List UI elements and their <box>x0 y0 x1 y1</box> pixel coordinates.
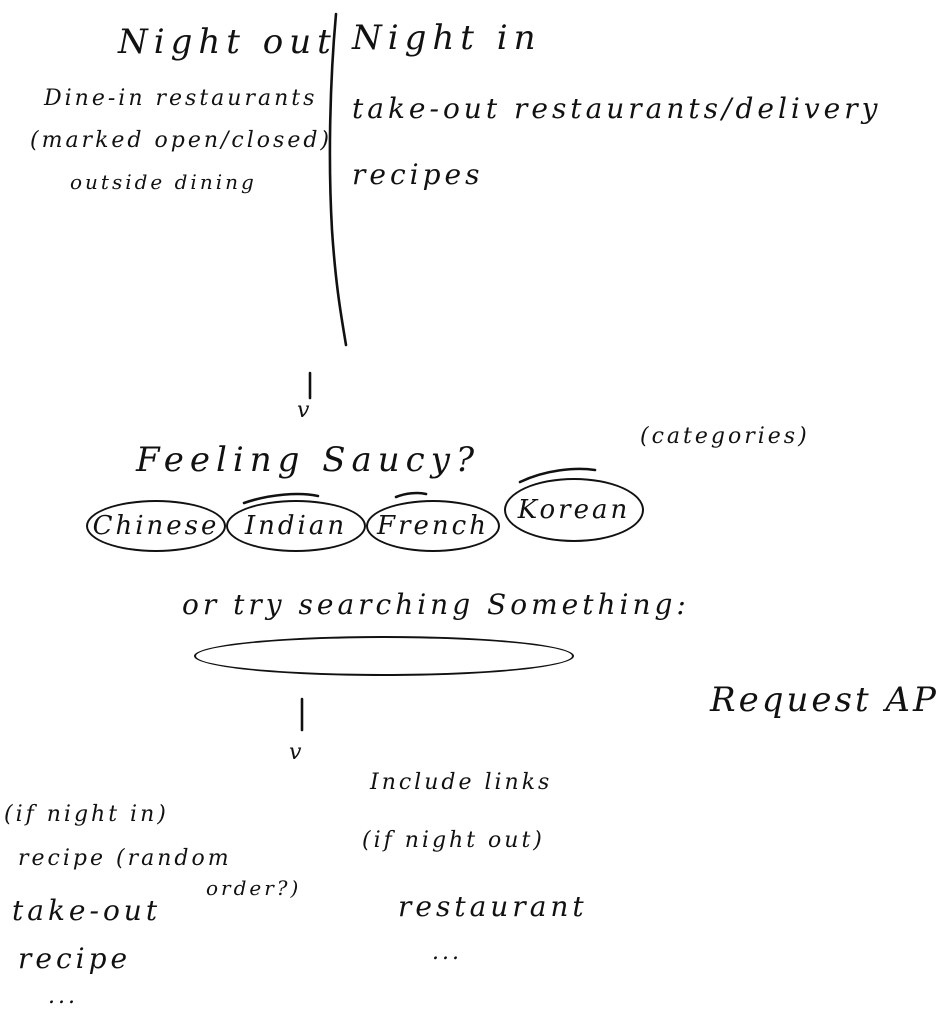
category-chip-korean[interactable]: Korean <box>504 478 644 542</box>
arrow-head-top: v <box>297 398 310 423</box>
chip-accent-stroke <box>394 491 428 499</box>
night-out-heading: Night out <box>118 22 337 62</box>
night-in-heading: Night in <box>352 18 542 58</box>
results-out-ellipsis: ... <box>432 940 462 965</box>
feeling-saucy-prompt: Feeling Saucy? <box>136 440 481 480</box>
category-chip-chinese[interactable]: Chinese <box>86 500 226 552</box>
search-prompt: or try searching Something: <box>182 588 690 621</box>
results-in-line: recipe (random <box>18 846 232 871</box>
results-in-line: recipe <box>18 942 132 975</box>
request-api-note: Request API <box>710 680 938 720</box>
column-divider <box>328 12 348 347</box>
night-out-line: Dine-in restaurants <box>44 86 318 111</box>
results-in-line: take-out <box>12 894 162 927</box>
results-in-condition: (if night in) <box>4 802 169 827</box>
results-in-line: order?) <box>206 876 302 900</box>
category-chip-indian[interactable]: Indian <box>226 500 366 552</box>
night-in-line: recipes <box>352 158 484 191</box>
night-in-line: take-out restaurants/delivery <box>352 92 882 125</box>
night-out-line: outside dining <box>70 170 257 194</box>
arrow-head-bottom: v <box>289 740 302 765</box>
results-out-line: restaurant <box>398 890 588 923</box>
search-input[interactable] <box>194 636 574 676</box>
results-in-ellipsis: ... <box>48 984 78 1009</box>
category-chip-french[interactable]: French <box>366 500 500 552</box>
chip-accent-stroke <box>242 492 320 505</box>
categories-note: (categories) <box>640 424 810 449</box>
night-out-line: (marked open/closed) <box>30 128 333 153</box>
chip-accent-stroke <box>518 467 597 484</box>
results-out-title: Include links <box>370 770 553 795</box>
results-out-condition: (if night out) <box>362 828 545 853</box>
